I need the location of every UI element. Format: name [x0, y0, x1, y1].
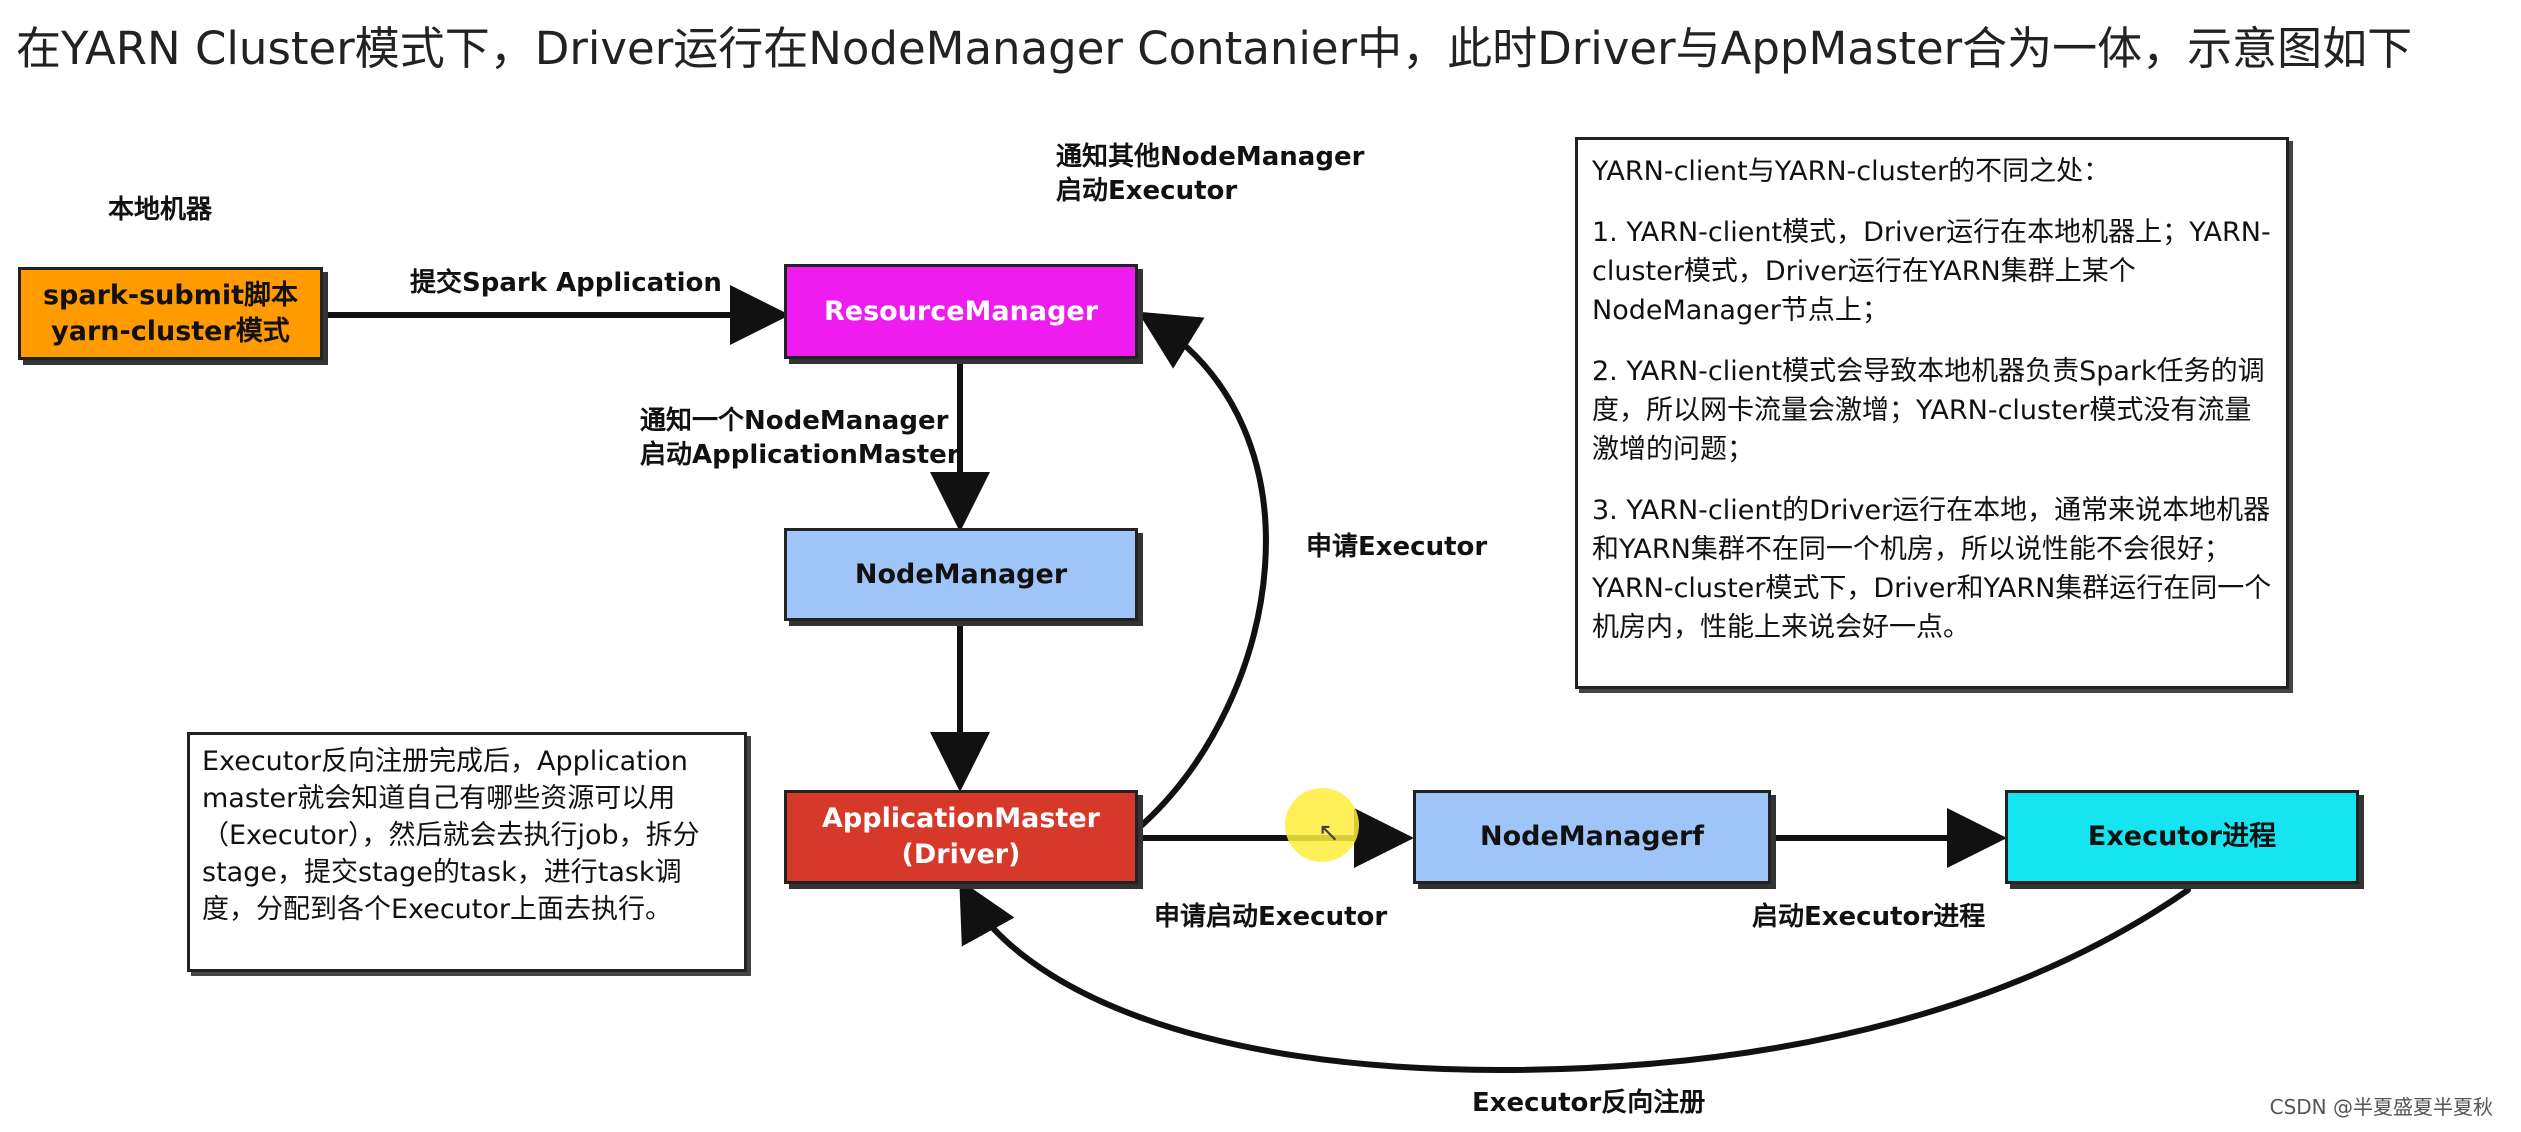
cursor-highlight	[1285, 788, 1359, 862]
spark-submit-box: spark-submit脚本 yarn-cluster模式	[18, 267, 323, 360]
resource-manager-box: ResourceManager	[784, 264, 1138, 359]
label-notify-one-nm-line1: 通知一个NodeManager	[640, 406, 949, 436]
arrow-request-executor	[1137, 311, 1269, 828]
label-local-machine: 本地机器	[108, 195, 213, 225]
label-submit-app: 提交Spark Application	[410, 268, 722, 298]
node-manager-f-label: NodeManagerf	[1479, 821, 1704, 852]
label-request-executor: 申请Executor	[1306, 532, 1488, 562]
left-note: Executor反向注册完成后，Application master就会知道自己…	[187, 732, 747, 972]
application-master-line2: (Driver)	[901, 839, 1021, 870]
executor-process-box: Executor进程	[2005, 790, 2359, 884]
page-title: 在YARN Cluster模式下，Driver运行在NodeManager Co…	[16, 22, 2413, 75]
diff-note: YARN-client与YARN-cluster的不同之处： 1. YARN-c…	[1575, 137, 2289, 689]
spark-submit-line2: yarn-cluster模式	[51, 315, 290, 347]
label-notify-one-nm-line2: 启动ApplicationMaster	[640, 440, 960, 470]
label-notify-one-nm: 通知一个NodeManager 启动ApplicationMaster	[640, 404, 960, 472]
diff-note-point2: 2. YARN-client模式会导致本地机器负责Spark任务的调度，所以网卡…	[1592, 356, 2265, 465]
diff-note-point3: 3. YARN-client的Driver运行在本地，通常来说本地机器和YARN…	[1592, 495, 2272, 643]
node-manager-label: NodeManager	[854, 558, 1068, 590]
node-manager-box: NodeManager	[784, 528, 1138, 621]
diff-note-point1: 1. YARN-client模式，Driver运行在本地机器上；YARN-clu…	[1592, 217, 2271, 326]
label-request-start-executor: 申请启动Executor	[1154, 902, 1388, 932]
diff-note-heading: YARN-client与YARN-cluster的不同之处：	[1592, 156, 2111, 187]
application-master-box: ApplicationMaster (Driver)	[784, 790, 1138, 884]
resource-manager-label: ResourceManager	[823, 295, 1099, 327]
watermark: CSDN @半夏盛夏半夏秋	[2269, 1095, 2493, 1119]
label-notify-other-nm-line1: 通知其他NodeManager	[1056, 142, 1365, 172]
node-manager-f-box: NodeManagerf	[1413, 790, 1771, 884]
application-master-line1: ApplicationMaster	[822, 803, 1100, 834]
label-notify-other-nm-line2: 启动Executor	[1056, 176, 1238, 206]
label-notify-other-nm: 通知其他NodeManager 启动Executor	[1056, 140, 1364, 208]
label-start-executor-process: 启动Executor进程	[1752, 902, 1986, 932]
mouse-cursor-icon: ↖	[1318, 818, 1340, 848]
left-note-text: Executor反向注册完成后，Application master就会知道自己…	[202, 746, 700, 925]
spark-submit-line1: spark-submit脚本	[42, 279, 298, 311]
arrow-executor-register	[959, 879, 2191, 1074]
executor-process-label: Executor进程	[2087, 821, 2277, 852]
label-executor-register-back: Executor反向注册	[1472, 1088, 1706, 1118]
